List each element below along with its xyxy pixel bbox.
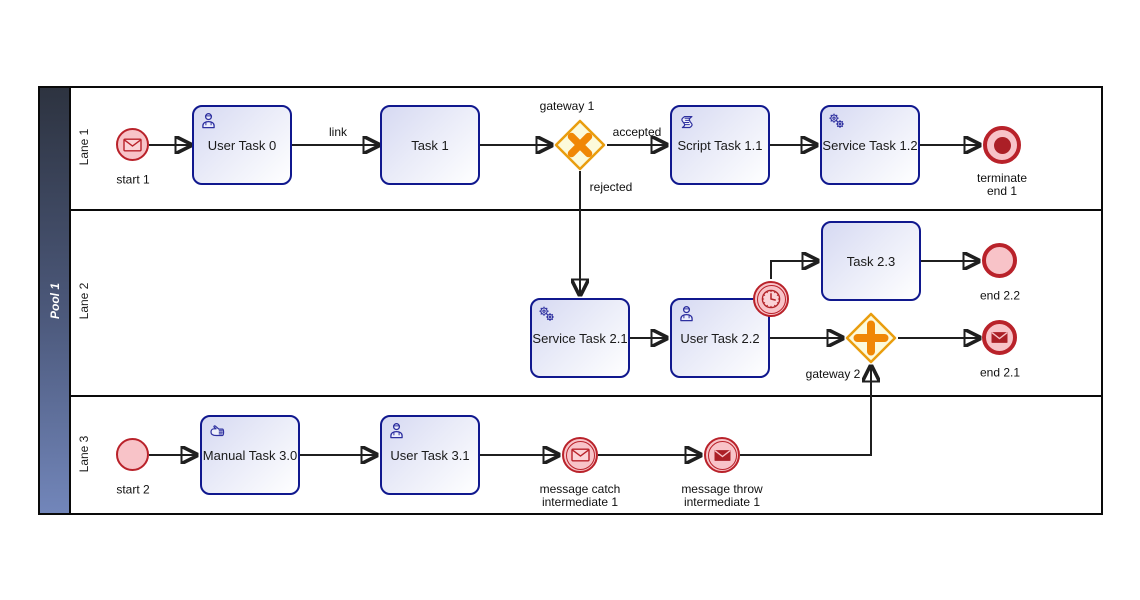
task-label: Manual Task 3.0 (202, 447, 298, 463)
timer-clock-icon (761, 289, 781, 309)
event-terminate-end-1[interactable] (983, 126, 1021, 164)
event-message-catch-intermediate-1[interactable] (562, 437, 598, 473)
event-end-2-2[interactable] (982, 243, 1017, 278)
task-user-task-2-2[interactable]: User Task 2.2 (670, 298, 770, 378)
flow-messagethrow1-to-gateway2[interactable] (740, 367, 871, 456)
pool[interactable]: Pool 1 (38, 86, 1103, 515)
event-label-end-2-1: end 2.1 (979, 365, 1021, 380)
task-user-task-3-1[interactable]: User Task 3.1 (380, 415, 480, 495)
task-task-2-3[interactable]: Task 2.3 (821, 221, 921, 301)
gateway-2-parallel[interactable] (844, 311, 898, 365)
flow-label-accepted: accepted (612, 125, 662, 139)
task-label: Service Task 2.1 (532, 330, 628, 346)
lane-divider-2-3 (69, 395, 1101, 397)
event-label-start-2: start 2 (116, 482, 150, 497)
task-label: Task 1 (411, 137, 449, 153)
lane-divider-1-2 (69, 209, 1101, 211)
pool-header[interactable]: Pool 1 (40, 88, 71, 513)
message-icon (123, 137, 142, 152)
message-filled-icon (991, 332, 1008, 343)
user-icon (202, 113, 215, 129)
manual-hand-icon (210, 425, 225, 437)
task-label: User Task 3.1 (390, 447, 470, 463)
plus-marker-icon (853, 320, 889, 356)
task-service-task-2-1[interactable]: Service Task 2.1 (530, 298, 630, 378)
task-label: User Task 2.2 (680, 330, 760, 346)
event-message-throw-intermediate-1[interactable] (704, 437, 740, 473)
script-icon (681, 116, 693, 129)
flow-label-link: link (328, 125, 348, 139)
message-icon (570, 448, 590, 462)
service-gears-icon (539, 306, 554, 321)
task-user-task-0[interactable]: User Task 0 (192, 105, 292, 185)
user-icon (680, 306, 693, 322)
task-label: Script Task 1.1 (677, 137, 763, 153)
event-label-terminate-end-1: terminate end 1 (976, 171, 1028, 198)
task-manual-task-3-0[interactable]: Manual Task 3.0 (200, 415, 300, 495)
task-label: Service Task 1.2 (822, 137, 918, 153)
task-script-task-1-1[interactable]: Script Task 1.1 (670, 105, 770, 185)
event-label-message-catch-1: message catch intermediate 1 (539, 482, 621, 509)
gateway-2-label: gateway 2 (805, 367, 861, 381)
task-label: User Task 0 (207, 137, 277, 153)
task-label: Task 2.3 (846, 253, 896, 269)
message-filled-icon (714, 449, 730, 461)
x-marker-icon (567, 132, 593, 158)
gateway-1-label: gateway 1 (539, 99, 595, 113)
event-label-start-1: start 1 (116, 172, 150, 187)
event-start-2[interactable] (116, 438, 149, 471)
service-gears-icon (829, 113, 844, 128)
event-timer-boundary[interactable] (753, 281, 789, 317)
event-label-message-throw-1: message throw intermediate 1 (681, 482, 763, 509)
task-task-1[interactable]: Task 1 (380, 105, 480, 185)
terminate-icon (993, 136, 1011, 154)
flow-label-rejected: rejected (589, 180, 633, 194)
user-icon (390, 423, 403, 439)
task-service-task-1-2[interactable]: Service Task 1.2 (820, 105, 920, 185)
event-start-1-message[interactable] (116, 128, 149, 161)
event-end-2-1-message[interactable] (982, 320, 1017, 355)
gateway-1-exclusive[interactable] (553, 118, 607, 172)
flow-timerboundary-to-task23[interactable] (770, 261, 817, 279)
event-label-end-2-2: end 2.2 (979, 288, 1021, 303)
